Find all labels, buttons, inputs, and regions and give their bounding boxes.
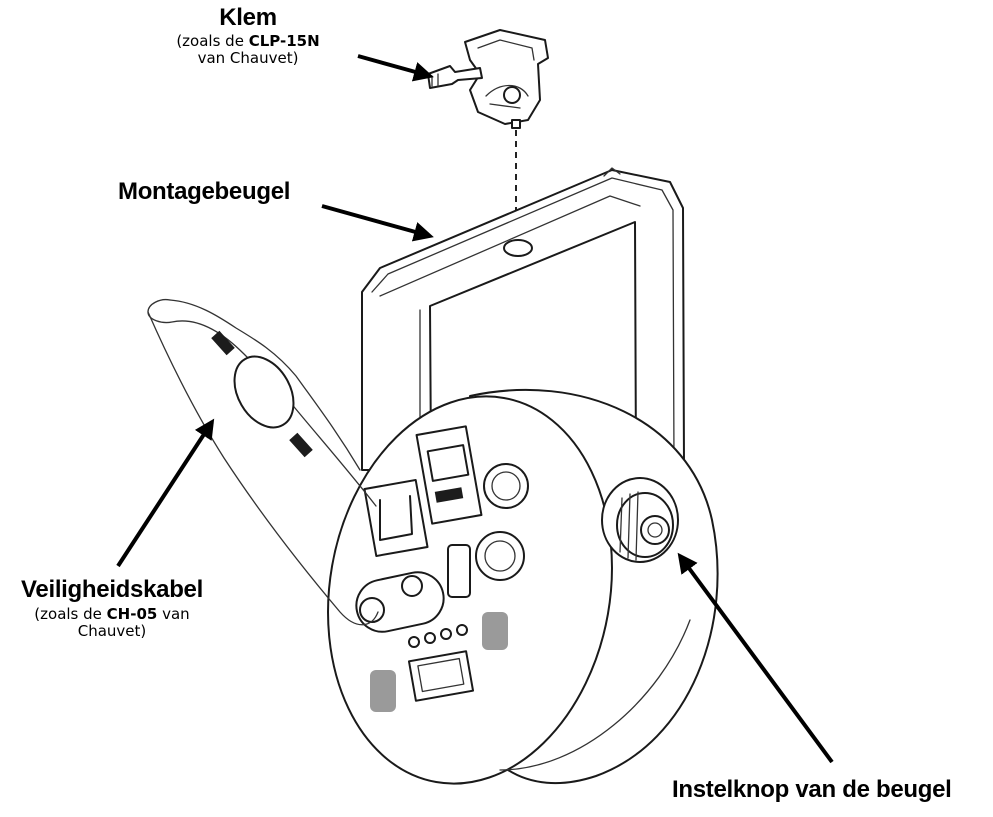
bracket-title: Montagebeugel — [118, 178, 291, 205]
bracket-arrow — [321, 204, 434, 242]
clamp-note-prefix: (zoals de — [176, 31, 249, 50]
safety-cable-note-prefix: (zoals de — [34, 604, 107, 623]
safety-cable-note-suffix: van — [157, 604, 190, 623]
safety-cable-note-line2: Chauvet) — [77, 621, 147, 640]
clamp-label: Klem (zoals de CLP-15N van Chauvet) — [128, 4, 368, 67]
safety-cable-note-line1: (zoals de CH-05 van — [2, 604, 222, 623]
clamp-title: Klem — [219, 4, 277, 31]
knob-arrow — [677, 552, 834, 764]
safety-cable-title: Veiligheidskabel — [21, 576, 203, 603]
clamp-drawing — [427, 29, 549, 129]
bracket-label: Montagebeugel — [118, 178, 358, 206]
rear-panel-details — [355, 425, 529, 712]
knob-label: Instelknop van de beugel — [672, 776, 990, 804]
safety-cable-arrow — [116, 418, 215, 568]
safety-cable-model: CH-05 — [106, 604, 158, 623]
knob-title: Instelknop van de beugel — [672, 776, 952, 803]
safety-cable-drawing — [147, 298, 379, 626]
clamp-model: CLP-15N — [248, 31, 320, 50]
clamp-note-line2: van Chauvet) — [197, 48, 299, 67]
clamp-arrow — [357, 54, 434, 82]
safety-cable-label: Veiligheidskabel (zoals de CH-05 van Cha… — [2, 576, 222, 640]
clamp-note-line1: (zoals de CLP-15N — [128, 31, 368, 50]
adjustment-knob-drawing — [601, 477, 679, 563]
